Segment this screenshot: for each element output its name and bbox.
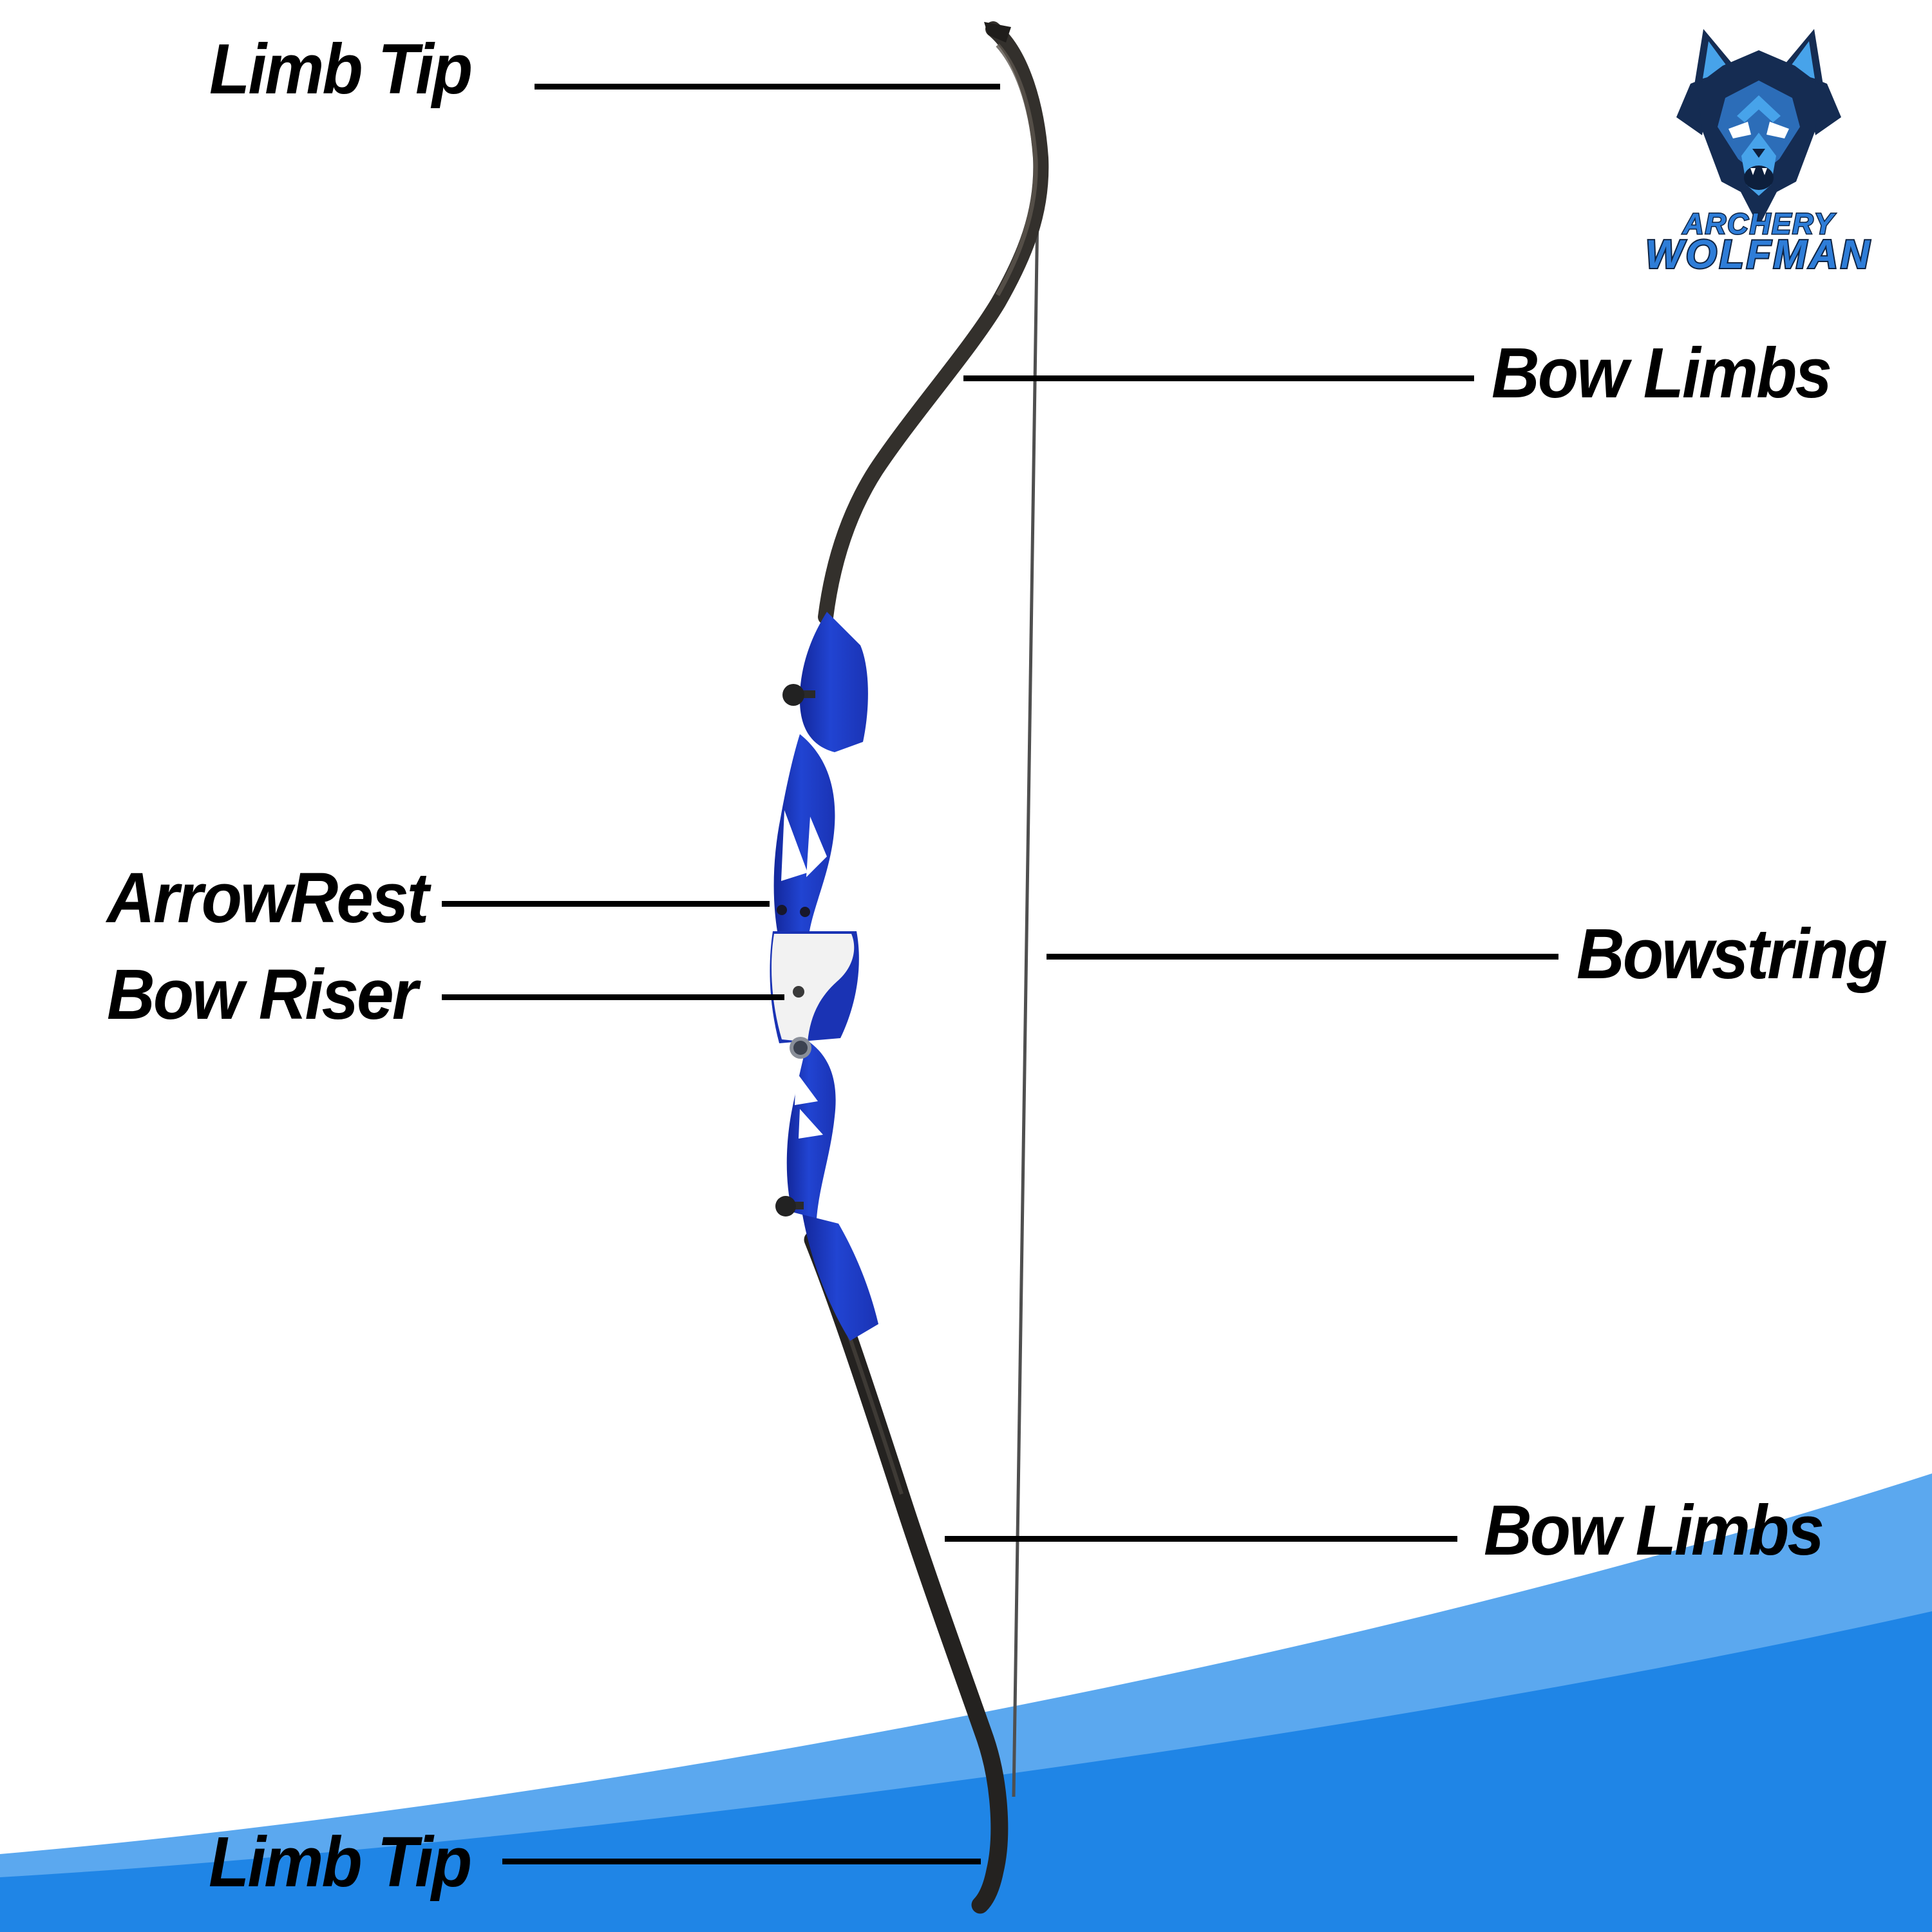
label-limb-tip-top: Limb Tip — [209, 30, 473, 109]
label-limb-tip-bottom: Limb Tip — [209, 1823, 472, 1902]
leader-line-limb-tip-top — [535, 84, 1000, 90]
leader-line-bow-limbs-lower — [945, 1536, 1457, 1542]
riser-cutout — [795, 1072, 818, 1105]
riser-graphic — [770, 612, 878, 1341]
lower-limb-pocket — [802, 1215, 878, 1341]
leader-line-limb-tip-bottom — [502, 1859, 981, 1864]
leader-line-bowstring — [1046, 954, 1558, 960]
wolf-head-icon — [1676, 29, 1841, 227]
leader-line-arrow-rest — [442, 901, 770, 907]
bottom-wave-graphic — [0, 1473, 1932, 1932]
bowstring-graphic — [1012, 168, 1040, 1797]
label-arrow-rest: ArrowRest — [107, 858, 429, 938]
archery-wolfman-logo: ARCHERY WOLFMAN — [1644, 29, 1872, 277]
grip-screw — [793, 986, 804, 998]
riser-mid-upper — [773, 734, 835, 935]
wave-dark-layer — [0, 1611, 1932, 1932]
riser-cutout — [781, 810, 808, 881]
label-bow-riser: Bow Riser — [107, 955, 418, 1034]
label-bow-limbs-lower: Bow Limbs — [1484, 1491, 1824, 1570]
riser-screw — [777, 905, 787, 915]
riser-cutout — [806, 817, 827, 877]
riser-medallion-center — [793, 1041, 808, 1055]
logo-text-wolfman: WOLFMAN — [1645, 232, 1872, 277]
riser-screw — [800, 907, 810, 917]
upper-limb-tip-nock — [984, 22, 1011, 43]
riser-cutout — [799, 1109, 823, 1139]
leader-line-bow-riser — [442, 994, 784, 1000]
leader-line-bow-limbs-upper — [963, 375, 1474, 381]
logo-text-archery: ARCHERY — [1682, 207, 1836, 240]
upper-limb-bolt-knob — [782, 684, 804, 706]
upper-limb-graphic — [818, 21, 1049, 625]
upper-limb-pocket — [799, 612, 868, 752]
grip-white — [772, 934, 855, 1042]
lower-limb-bolt-knob — [775, 1196, 796, 1217]
label-bowstring: Bowstring — [1577, 914, 1888, 994]
label-bow-limbs-upper: Bow Limbs — [1492, 334, 1832, 413]
